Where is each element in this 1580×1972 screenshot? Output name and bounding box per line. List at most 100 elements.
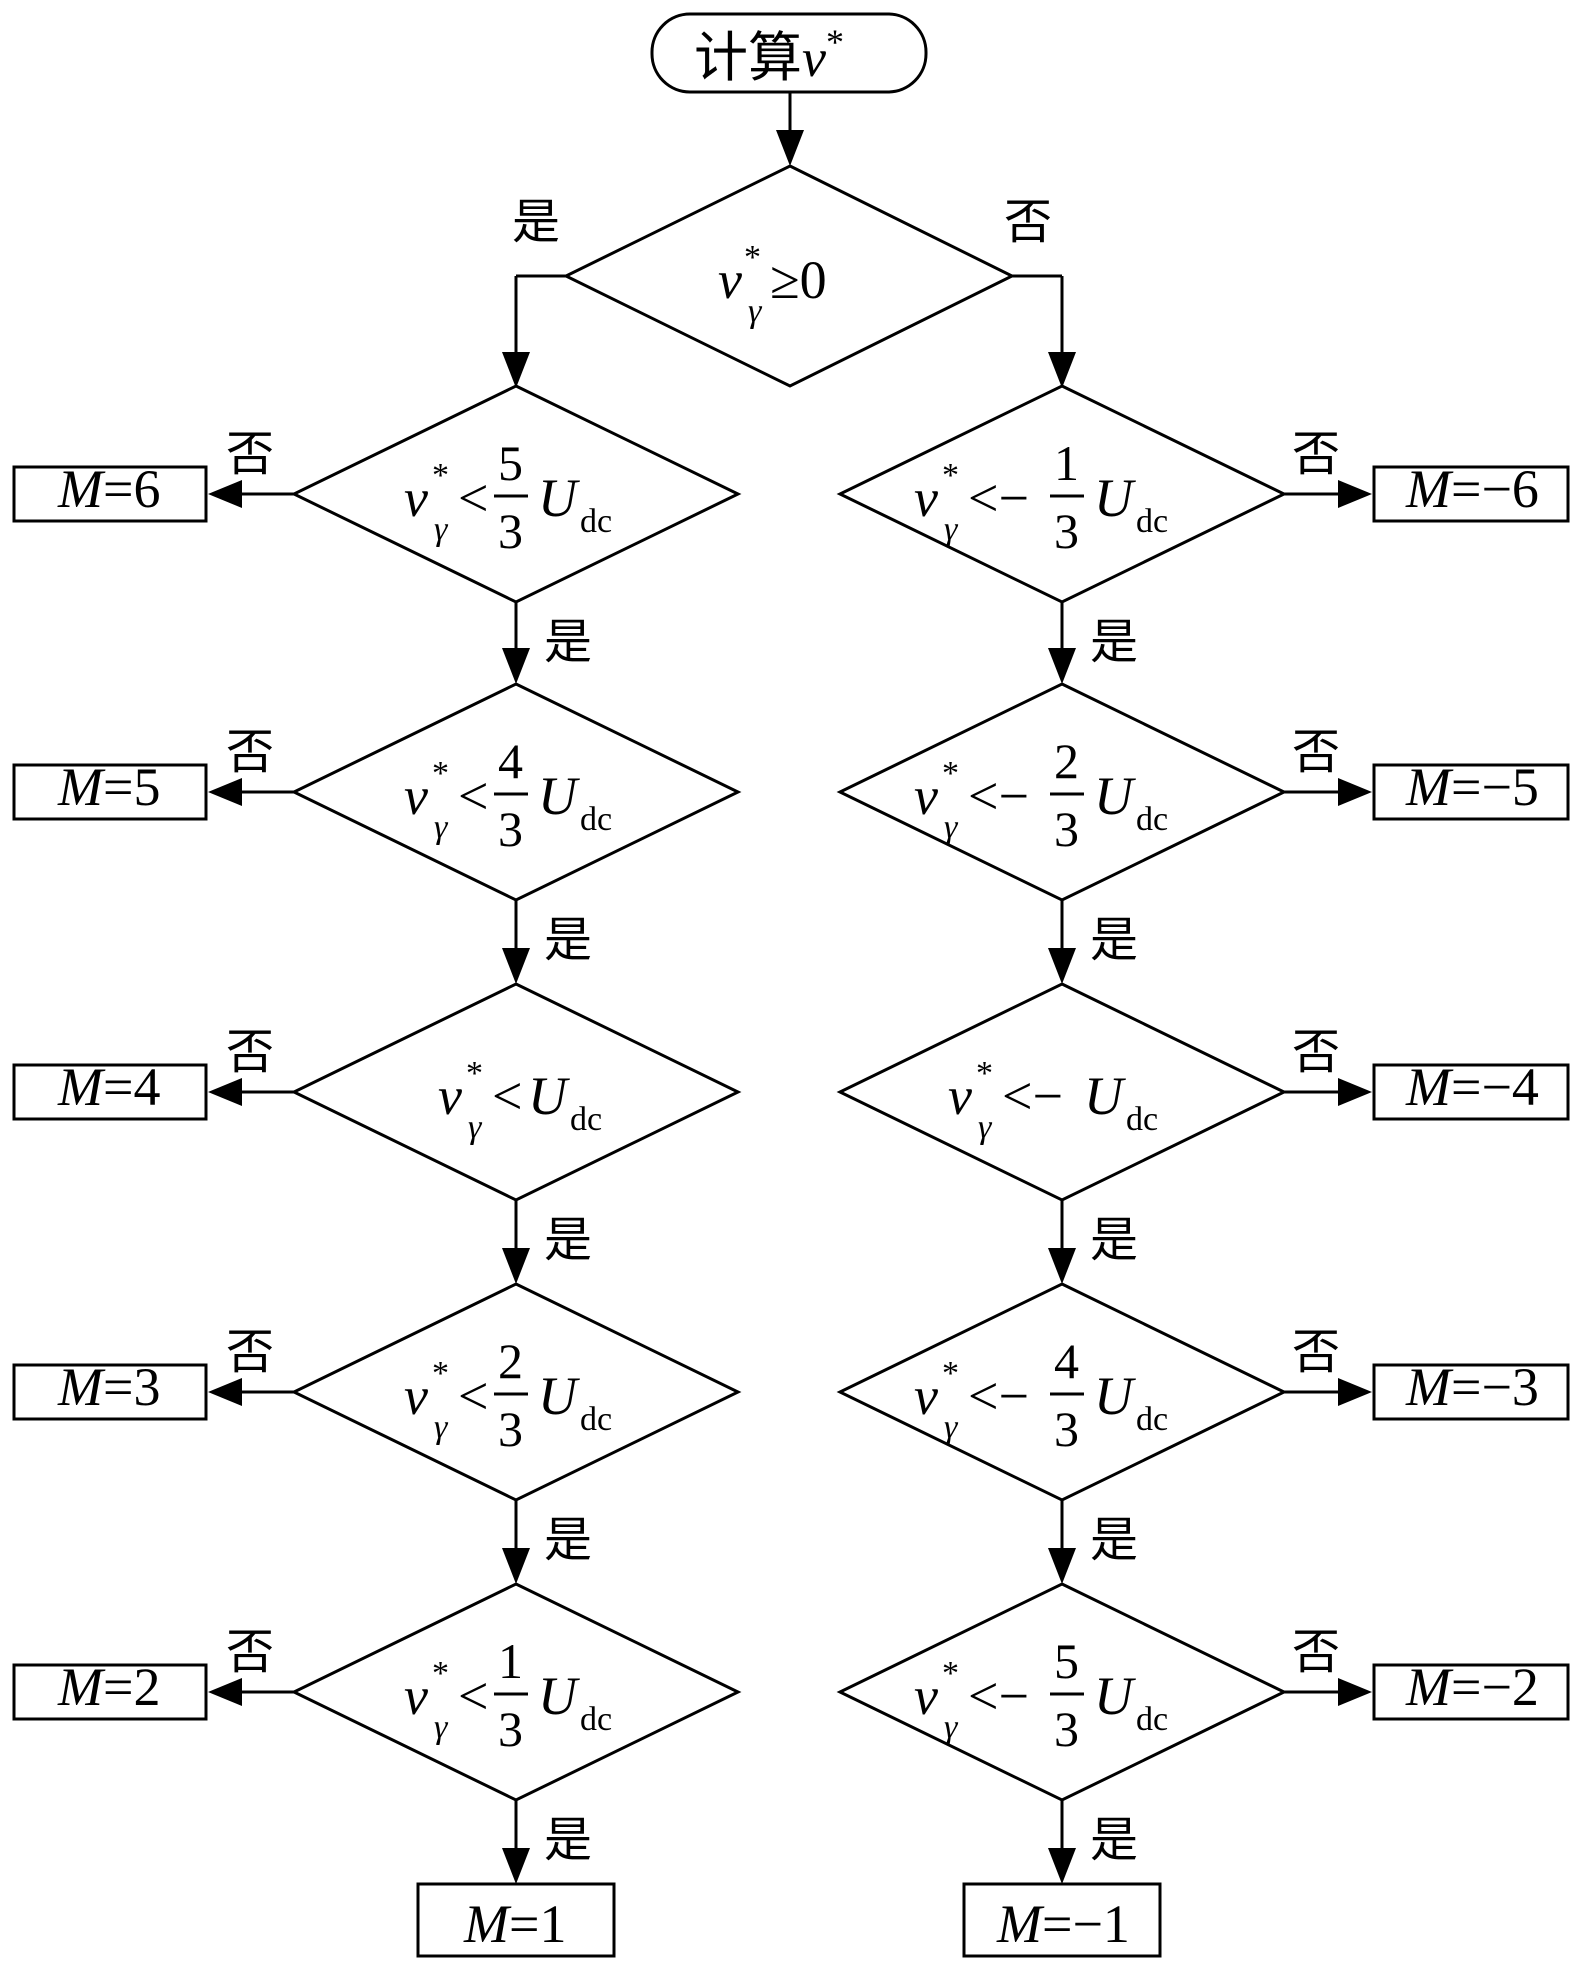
- left-result-4-eq: =: [103, 1357, 133, 1417]
- left-yes-arrow-1: [502, 648, 530, 684]
- right-result-2-M: M: [1405, 757, 1454, 817]
- left-condition-5-denominator: 3: [498, 1701, 523, 1757]
- left-condition-5-rel: <: [458, 1666, 488, 1726]
- right-condition-5-rel: <−: [968, 1666, 1029, 1726]
- root-gamma: γ: [748, 293, 763, 330]
- right-result-1: M=−6: [1372, 459, 1570, 523]
- left-condition-1-U: U: [538, 468, 580, 528]
- left-result-3-M: M: [57, 1057, 106, 1117]
- left-condition-5-numerator: 1: [498, 1633, 523, 1689]
- right-result-1-box: [1372, 465, 1570, 523]
- right-diamond-1: [836, 384, 1288, 604]
- right-final-result-box: [962, 1882, 1162, 1958]
- left-yes-arrow-4: [502, 1548, 530, 1584]
- right-condition-2-numerator: 2: [1054, 733, 1079, 789]
- right-final-result-value: −1: [1072, 1894, 1129, 1954]
- left-condition-4-numerator: 2: [498, 1333, 523, 1389]
- left-result-5-eq: =: [103, 1657, 133, 1717]
- right-no-arrow-5: [1338, 1678, 1372, 1706]
- left-result-1-M: M: [57, 459, 106, 519]
- right-result-2-box: [1372, 763, 1570, 821]
- left-condition-4-dc: dc: [580, 1401, 612, 1438]
- left-condition-4-star: *: [432, 1355, 449, 1392]
- root-no-label: 否: [1004, 196, 1052, 249]
- right-yes-label-1: 是: [1090, 616, 1138, 669]
- left-no-label-1: 否: [226, 428, 274, 481]
- left-condition-3-gamma: γ: [468, 1109, 483, 1146]
- right-condition-1-v: v: [914, 468, 938, 528]
- left-result-3-eq: =: [103, 1057, 133, 1117]
- left-result-1: M=6: [12, 459, 208, 523]
- left-condition-2-denominator: 3: [498, 801, 523, 857]
- right-condition-2-dc: dc: [1136, 801, 1168, 838]
- right-diamond-5: [836, 1582, 1288, 1802]
- right-yes-label-3: 是: [1090, 1214, 1138, 1267]
- right-condition-5-gamma: γ: [944, 1709, 959, 1746]
- left-condition-4-v: v: [404, 1366, 428, 1426]
- right-diamond-2: [836, 682, 1288, 902]
- left-condition-1-star: *: [432, 457, 449, 494]
- right-condition-1-U: U: [1094, 468, 1136, 528]
- left-result-1-eq: =: [103, 459, 133, 519]
- right-condition-5-denominator: 3: [1054, 1701, 1079, 1757]
- right-result-4-eq: =: [1451, 1357, 1481, 1417]
- right-result-2: M=−5: [1372, 757, 1570, 821]
- left-diamond-4: [290, 1282, 742, 1502]
- left-result-1-value: 6: [133, 459, 160, 519]
- right-result-3-text: M=−4: [1405, 1057, 1539, 1117]
- left-no-label-5: 否: [226, 1626, 274, 1679]
- right-result-1-eq: =: [1451, 459, 1481, 519]
- left-decision-3: v*γ<Udc: [290, 982, 742, 1202]
- right-condition-5-v: v: [914, 1666, 938, 1726]
- right-condition-1-star: *: [942, 457, 959, 494]
- right-final-result-text: M=−1: [996, 1894, 1130, 1954]
- left-diamond-1: [290, 384, 742, 604]
- left-result-5-text: M=2: [57, 1657, 160, 1717]
- right-condition-2-v: v: [914, 766, 938, 826]
- right-result-4-box: [1372, 1363, 1570, 1421]
- right-condition-3-U: U: [1084, 1066, 1126, 1126]
- left-result-5-M: M: [57, 1657, 106, 1717]
- right-decision-3: v*γ<−Udc: [836, 982, 1288, 1202]
- right-condition-3-star: *: [976, 1055, 993, 1092]
- left-condition-1-gamma: γ: [434, 511, 449, 548]
- root-decision: v * γ ≥0: [562, 164, 1016, 388]
- left-result-4-box: [12, 1363, 208, 1421]
- left-no-arrow-2: [208, 778, 242, 806]
- right-result-2-eq: =: [1451, 757, 1481, 817]
- right-final-result-M: M: [996, 1894, 1045, 1954]
- left-yes-label-3: 是: [544, 1214, 592, 1267]
- left-condition-2-dc: dc: [580, 801, 612, 838]
- left-condition-3-v: v: [438, 1066, 462, 1126]
- right-result-5-M: M: [1405, 1657, 1454, 1717]
- root-diamond: [562, 164, 1016, 388]
- right-condition-1-dc: dc: [1136, 503, 1168, 540]
- right-result-2-text: M=−5: [1405, 757, 1539, 817]
- left-result-2-eq: =: [103, 757, 133, 817]
- right-no-arrow-2: [1338, 778, 1372, 806]
- start-to-root-arrow: [776, 130, 804, 166]
- right-yes-arrow-5: [1048, 1848, 1076, 1884]
- right-result-3-eq: =: [1451, 1057, 1481, 1117]
- right-condition-4-v: v: [914, 1366, 938, 1426]
- right-no-label-1: 否: [1292, 428, 1340, 481]
- left-condition-1-dc: dc: [580, 503, 612, 540]
- right-result-4-text: M=−3: [1405, 1357, 1539, 1417]
- left-result-1-text: M=6: [57, 459, 160, 519]
- right-condition-5-dc: dc: [1136, 1701, 1168, 1738]
- root-v: v: [718, 250, 742, 310]
- right-yes-label-2: 是: [1090, 914, 1138, 967]
- left-condition-1-numerator: 5: [498, 435, 523, 491]
- left-result-4-M: M: [57, 1357, 106, 1417]
